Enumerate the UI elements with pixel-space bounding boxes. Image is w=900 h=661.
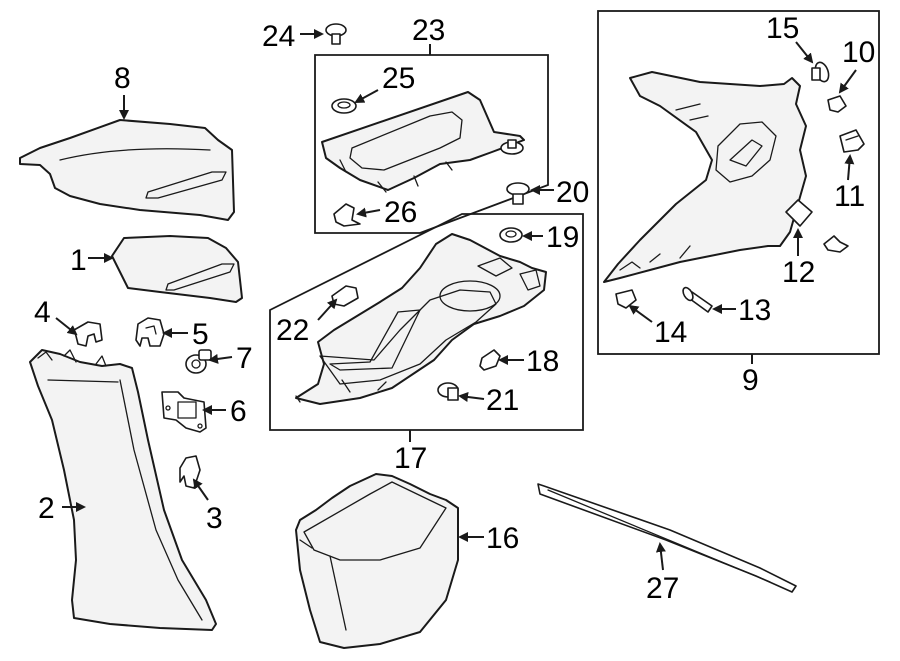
part-15-push-pin	[811, 61, 830, 83]
leader-7	[208, 353, 233, 364]
part-10-clip	[827, 95, 847, 113]
group-box-9	[597, 10, 880, 355]
leader-27	[655, 542, 666, 571]
part-18-clip	[479, 349, 501, 371]
callout-14: 14	[654, 316, 687, 349]
callout-4: 4	[34, 296, 51, 329]
callout-9: 9	[742, 364, 759, 397]
callout-7: 7	[236, 342, 253, 375]
part-27-weatherstrip	[537, 483, 797, 593]
callout-1: 1	[70, 244, 87, 277]
leader-10	[838, 69, 857, 94]
callout-23: 23	[412, 14, 445, 47]
callout-11: 11	[834, 180, 865, 213]
leader-22	[317, 298, 338, 321]
leader-26	[356, 207, 381, 218]
callout-6: 6	[230, 395, 247, 428]
callout-3: 3	[206, 502, 223, 535]
callout-13: 13	[738, 294, 771, 327]
part-16-storage-bin	[295, 473, 459, 649]
part-5-clip	[135, 317, 165, 347]
leader-11	[844, 154, 855, 181]
callout-21: 21	[486, 384, 519, 417]
part-19-grommet	[499, 227, 523, 243]
part-23-push-pin	[500, 139, 524, 155]
callout-5: 5	[192, 318, 209, 351]
leader-14	[628, 304, 653, 323]
part-24-push-pin	[325, 23, 347, 45]
callout-20: 20	[556, 176, 589, 209]
part-20-push-pin	[506, 182, 530, 205]
leader-4	[55, 317, 78, 336]
part-12-plug	[785, 199, 813, 227]
callout-8: 8	[114, 62, 131, 95]
part-6-bracket	[161, 391, 207, 433]
callout-26: 26	[384, 196, 417, 229]
part-4-clip	[73, 321, 103, 347]
callout-2: 2	[38, 492, 55, 525]
callout-24: 24	[262, 20, 295, 53]
leader-3	[192, 478, 209, 501]
part-23-tray-insert	[321, 91, 525, 193]
callout-18: 18	[526, 345, 559, 378]
part-8-upper-trim	[19, 119, 235, 221]
part-25-grommet	[331, 98, 357, 114]
callout-19: 19	[546, 221, 579, 254]
part-2-pillar-trim	[29, 349, 217, 631]
callout-12: 12	[782, 256, 815, 289]
part-7-push-pin	[185, 349, 212, 374]
callout-10: 10	[842, 36, 875, 69]
leader-25	[354, 89, 379, 103]
part-9-clip	[823, 235, 849, 253]
group-box-23	[314, 54, 549, 234]
part-13-push-pin	[682, 286, 713, 313]
part-21-push-pin	[437, 382, 459, 401]
group-box-17	[269, 213, 584, 431]
callout-15: 15	[766, 12, 799, 45]
callout-16: 16	[486, 522, 519, 555]
part-14-clip	[615, 289, 637, 309]
part-11-clip	[839, 129, 865, 153]
callout-22: 22	[276, 314, 309, 347]
part-22-clip	[331, 285, 359, 307]
callout-25: 25	[382, 62, 415, 95]
part-9-quarter-trim	[603, 71, 807, 283]
part-26-clip	[333, 203, 361, 227]
callout-27: 27	[646, 572, 679, 605]
leader-15	[795, 41, 814, 64]
part-1-trim-piece	[111, 235, 243, 303]
leader-21	[458, 392, 485, 402]
callout-17: 17	[394, 442, 427, 475]
part-17-console-trim	[295, 233, 547, 405]
